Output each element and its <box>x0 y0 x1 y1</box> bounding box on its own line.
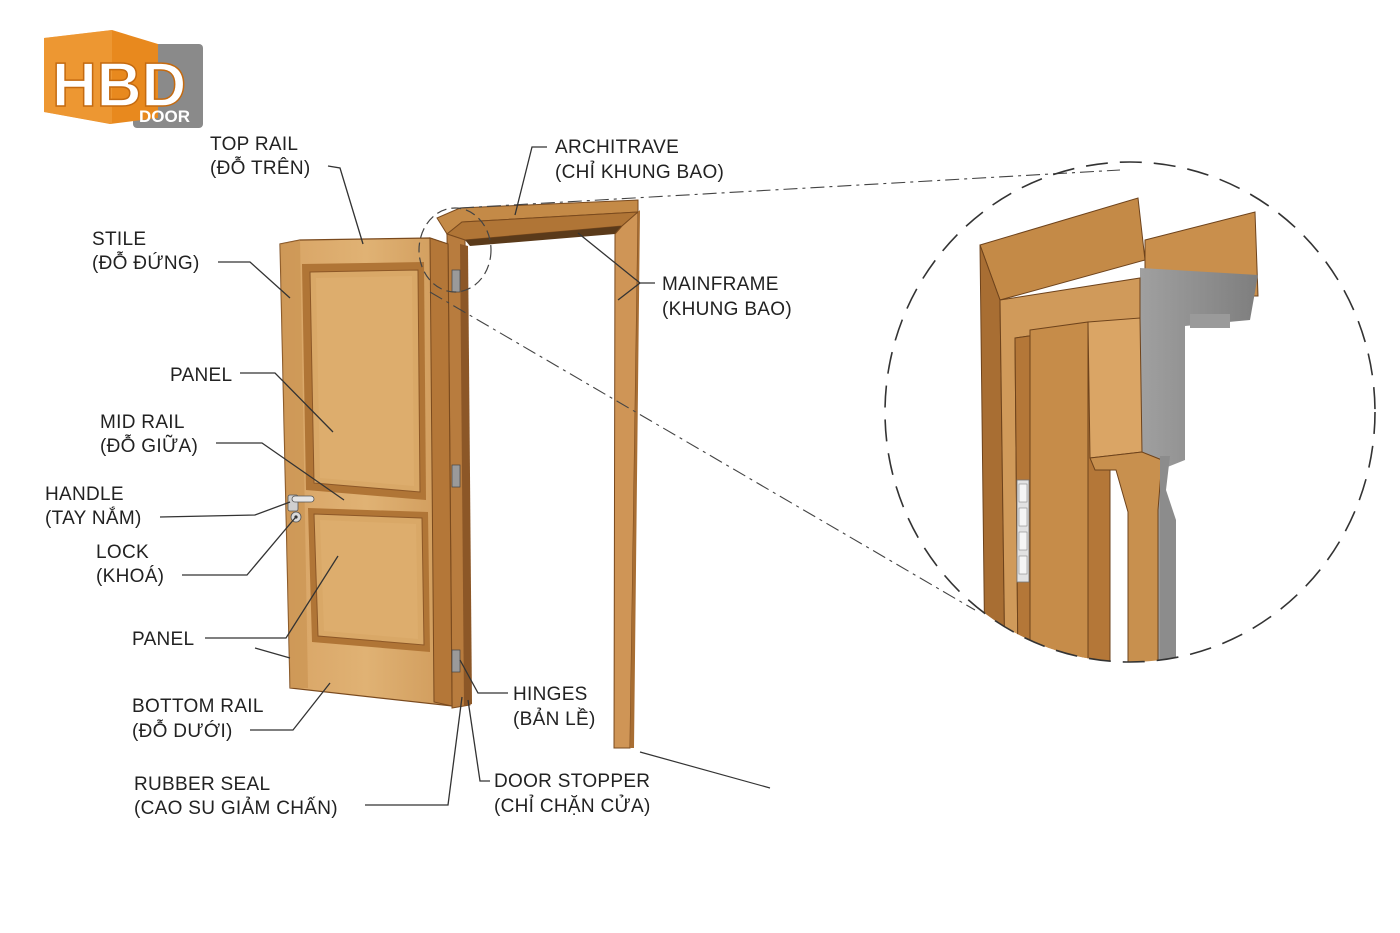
door-frame <box>436 199 640 749</box>
projection-line-bottom <box>429 291 976 611</box>
leader-mid-rail <box>216 442 345 501</box>
label-door-stopper: DOOR STOPPER <box>494 771 650 792</box>
label-mainframe-vi: (KHUNG BAO) <box>662 299 792 320</box>
label-handle-vi: (TAY NẮM) <box>45 507 142 529</box>
label-handle: HANDLE <box>45 484 124 505</box>
upper-panel <box>302 262 426 500</box>
hinges <box>451 269 461 673</box>
logo-subtext: DOOR <box>139 107 190 126</box>
label-mid-rail: MID RAIL <box>100 412 185 433</box>
zoom-wall-core <box>1140 268 1258 660</box>
label-architrave-vi: (CHỈ KHUNG BAO) <box>555 161 724 183</box>
floor-line-left <box>254 647 291 659</box>
door-handle <box>287 494 315 512</box>
label-hinges: HINGES <box>513 684 588 705</box>
leader-rubber-seal <box>365 696 463 806</box>
label-panel-upper: PANEL <box>170 365 232 386</box>
leader-door-stopper <box>467 699 490 782</box>
labels: TOP RAIL (ĐỖ TRÊN) STILE (ĐỖ ĐỨNG) PANEL… <box>45 134 792 819</box>
label-lock-vi: (KHOÁ) <box>96 566 164 587</box>
detail-marker-circle <box>418 207 492 293</box>
label-mainframe: MAINFRAME <box>662 274 779 295</box>
label-lock: LOCK <box>96 542 149 563</box>
label-top-rail-vi: (ĐỖ TRÊN) <box>210 157 311 179</box>
brand-logo: HBD DOOR <box>44 30 203 128</box>
floor-line-right <box>639 751 771 789</box>
leader-panel-upper <box>240 372 334 433</box>
logo-text: HBD <box>52 51 186 120</box>
zoom-circle-outline <box>884 161 1376 663</box>
leader-stile <box>218 261 291 299</box>
projection-line-top <box>459 169 1121 209</box>
leader-panel-lower <box>205 555 339 639</box>
label-bottom-rail-vi: (ĐỖ DƯỚI) <box>132 720 233 742</box>
zoom-detail <box>884 161 1376 663</box>
label-top-rail: TOP RAIL <box>210 134 298 155</box>
leader-architrave <box>514 146 547 216</box>
label-stile-vi: (ĐỖ ĐỨNG) <box>92 252 200 274</box>
leader-hinges <box>459 659 508 694</box>
leader-top-rail <box>327 165 364 245</box>
label-mid-rail-vi: (ĐỖ GIỮA) <box>100 435 198 457</box>
label-architrave: ARCHITRAVE <box>555 137 679 158</box>
label-rubber-seal: RUBBER SEAL <box>134 774 270 795</box>
label-rubber-seal-vi: (CAO SU GIẢM CHẤN) <box>134 797 338 819</box>
zoom-hinge <box>1016 479 1030 583</box>
label-panel-lower: PANEL <box>132 629 194 650</box>
label-stile: STILE <box>92 229 146 250</box>
zoom-mainframe <box>1029 321 1089 662</box>
label-bottom-rail: BOTTOM RAIL <box>132 696 264 717</box>
label-hinges-vi: (BẢN LỀ) <box>513 708 596 730</box>
leader-mainframe-jamb <box>617 282 641 301</box>
zoom-door-stopper <box>1089 451 1163 662</box>
label-door-stopper-vi: (CHỈ CHẶN CỬA) <box>494 795 651 817</box>
leader-lock <box>182 517 296 576</box>
leader-bottom-rail <box>250 682 331 731</box>
leader-handle <box>159 501 291 518</box>
lower-panel <box>308 508 430 652</box>
door-leaf <box>279 237 461 707</box>
leader-lines <box>159 146 655 806</box>
